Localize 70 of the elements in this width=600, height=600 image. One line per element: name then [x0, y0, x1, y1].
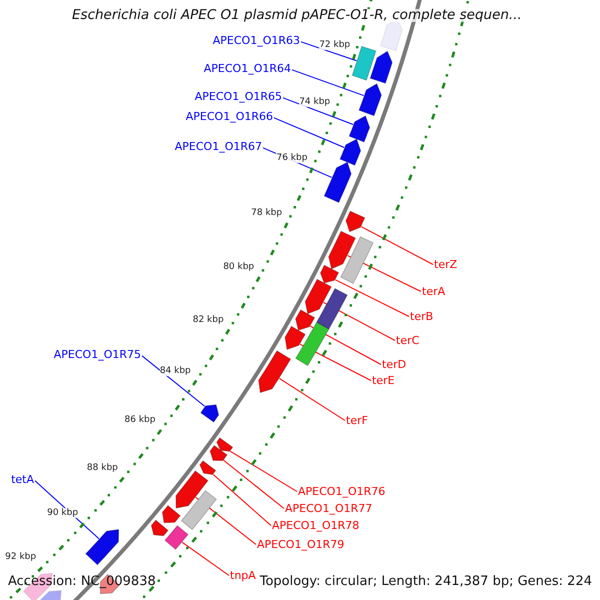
gene-block — [284, 326, 306, 350]
leader-line — [282, 97, 354, 126]
gene-block — [345, 210, 366, 232]
leader-line — [292, 69, 364, 96]
feature-block — [316, 288, 348, 330]
scale-label: 86 kbp — [124, 415, 156, 426]
gene-label: APECO1_O1R64 — [204, 62, 291, 75]
gene-block — [216, 437, 234, 452]
gene-block — [150, 520, 169, 536]
scale-label: 84 kbp — [160, 366, 191, 376]
map-title: Escherichia coli APEC O1 plasmid pAPEC-O1-R, complete sequen... — [72, 9, 522, 22]
gene-block — [358, 83, 382, 116]
scale-label: 74 kbp — [299, 97, 330, 108]
gene-label: terZ — [434, 258, 458, 271]
scale-label: 82 kbp — [192, 314, 224, 325]
gene-block — [339, 138, 362, 166]
gene-block — [304, 278, 332, 314]
gene-block — [258, 350, 292, 394]
gene-label: APECO1_O1R63 — [212, 34, 300, 47]
gene-label: APECO1_O1R78 — [272, 519, 360, 532]
gene-block — [176, 470, 209, 509]
gene-label: tnpA — [230, 569, 256, 582]
scale-label: 78 kbp — [251, 208, 282, 218]
gene-label: APECO1_O1R79 — [257, 538, 344, 551]
scale-label: 80 kbp — [223, 262, 254, 272]
leader-line — [230, 450, 298, 492]
leader-line — [334, 279, 410, 317]
gene-block — [348, 115, 370, 143]
gene-label: terB — [410, 310, 434, 323]
leader-line — [223, 460, 284, 509]
gene-block — [162, 504, 181, 524]
gene-label: APECO1_O1R75 — [54, 348, 141, 361]
leader-line — [182, 542, 230, 576]
leader-line — [142, 355, 206, 407]
gene-label: tetA — [11, 473, 34, 486]
gene-label: terC — [396, 334, 420, 347]
leader-line — [300, 41, 358, 62]
feature-block — [180, 490, 217, 530]
leader-line — [274, 117, 345, 148]
gene-label: APECO1_O1R66 — [186, 110, 273, 123]
gene-block — [370, 50, 393, 84]
gene-block — [328, 230, 356, 270]
feature-block — [164, 525, 189, 550]
gene-block — [210, 444, 228, 461]
scale-label: 76 kbp — [276, 153, 308, 164]
gene-label: APECO1_O1R65 — [194, 90, 282, 103]
gene-block — [199, 460, 216, 476]
leader-line — [278, 378, 346, 421]
scale-label: 72 kbp — [319, 40, 350, 50]
gene-label: terE — [372, 374, 395, 387]
gene-label: terA — [422, 285, 446, 298]
gene-label: APECO1_O1R76 — [298, 485, 386, 498]
gene-block — [200, 404, 220, 423]
gene-block — [85, 529, 120, 566]
gene-block — [295, 309, 316, 331]
feature-block — [295, 322, 330, 366]
gene-label: APECO1_O1R67 — [174, 140, 262, 153]
summary-note: Topology: circular; Length: 241,387 bp; Genes: 224 — [260, 574, 592, 590]
gene-block — [320, 264, 340, 284]
gene-label: terD — [382, 358, 406, 371]
feature-block — [340, 236, 374, 284]
gene-block — [324, 162, 352, 204]
leader-line — [212, 474, 272, 526]
scale-label: 88 kbp — [86, 462, 118, 473]
feature-block — [352, 46, 376, 81]
scale-label: 90 kbp — [47, 508, 78, 518]
gene-label: terF — [346, 414, 368, 427]
leader-line — [360, 226, 434, 265]
scale-label: 92 kbp — [5, 552, 36, 562]
gene-label: APECO1_O1R77 — [285, 502, 372, 515]
